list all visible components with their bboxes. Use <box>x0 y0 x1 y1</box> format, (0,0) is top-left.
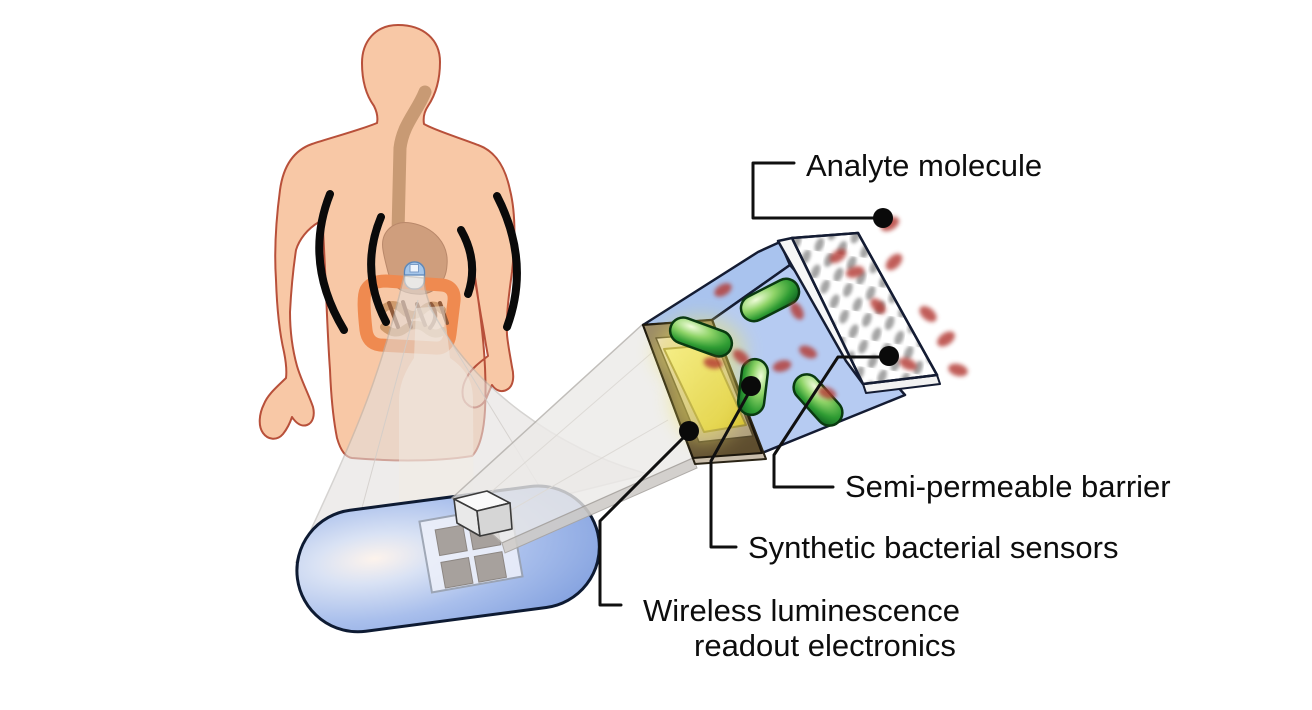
signal-arc-left-outer <box>315 190 348 334</box>
leader-lines <box>598 161 891 607</box>
leader-electronics <box>598 430 691 607</box>
leader-dots <box>679 208 899 441</box>
analyte-molecule <box>948 363 968 377</box>
leader-barrier <box>772 355 891 489</box>
ingested-capsule-chip <box>409 264 419 273</box>
analyte-molecule <box>829 248 847 264</box>
analyte-molecule <box>714 283 732 297</box>
signal-arc-right-outer <box>493 192 521 331</box>
bacterium <box>668 316 734 358</box>
sensor-well <box>434 524 468 557</box>
analyte-molecule <box>772 360 792 372</box>
analyte-molecule <box>790 302 804 320</box>
analyte-molecule <box>899 357 917 371</box>
labels: Analyte molecule Semi-permeable barrier … <box>643 148 1171 663</box>
membrane <box>776 231 941 394</box>
sensor-well <box>440 556 474 589</box>
signal-arc-left-inner <box>367 213 390 326</box>
analyte-molecule <box>919 306 937 322</box>
bacterial-sensors <box>668 277 844 427</box>
analyte-molecule <box>799 345 817 359</box>
analyte-molecule <box>870 298 886 314</box>
label-wireless-electronics-line1: Wireless luminescence <box>643 593 960 628</box>
label-wireless-electronics-line2: readout electronics <box>694 628 956 663</box>
sensor-module <box>641 216 968 465</box>
signal-waves <box>315 190 521 334</box>
label-synthetic-bacterial-sensors: Synthetic bacterial sensors <box>748 530 1118 565</box>
signal-arc-right-inner <box>457 226 477 298</box>
analyte-molecule <box>703 357 723 369</box>
analyte-molecule <box>732 349 750 365</box>
leader-dot-sensors <box>741 376 761 396</box>
analyte-molecule <box>817 386 837 400</box>
analyte-molecule <box>845 266 865 278</box>
leader-analyte <box>751 161 885 220</box>
label-semi-permeable-barrier: Semi-permeable barrier <box>845 469 1171 504</box>
analyte-molecule <box>937 331 955 347</box>
membrane-pores <box>790 231 939 386</box>
leader-dot-barrier <box>879 346 899 366</box>
leader-dot-electronics <box>679 421 699 441</box>
sensor-well <box>473 551 508 583</box>
colon <box>357 274 461 355</box>
cone-inner-highlight <box>399 306 474 542</box>
label-analyte-molecule: Analyte molecule <box>806 148 1042 183</box>
beam-bottom-edge <box>501 457 698 554</box>
sensor-well-cube <box>453 490 513 537</box>
analyte-molecules <box>703 216 968 400</box>
leader-dot-analyte <box>873 208 893 228</box>
analyte-molecule <box>885 253 903 271</box>
leader-sensors <box>709 385 754 549</box>
esophagus <box>391 85 432 239</box>
bacterium <box>739 277 801 323</box>
